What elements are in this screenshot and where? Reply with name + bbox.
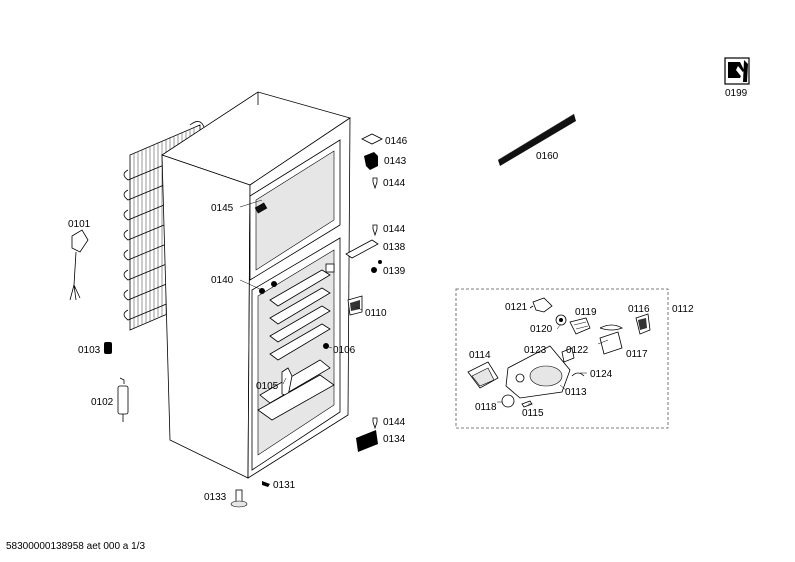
- label-0122: 0122: [566, 345, 589, 356]
- label-0110: 0110: [365, 308, 387, 319]
- gasket-strip: [497, 113, 576, 166]
- label-0116: 0116: [628, 304, 650, 315]
- hinge-0110: [347, 295, 363, 316]
- label-0138: 0138: [383, 242, 406, 253]
- label-0131: 0131: [273, 480, 296, 491]
- label-0102: 0102: [91, 397, 114, 408]
- document-footer: 58300000138958 aet 000 a 1/3: [6, 541, 146, 552]
- label-0119: 0119: [575, 307, 597, 318]
- parts-0146-0143: [361, 133, 383, 190]
- label-0143: 0143: [384, 156, 407, 167]
- label-0123: 0123: [524, 345, 547, 356]
- label-0146: 0146: [385, 136, 408, 147]
- leader-lines: [239, 199, 609, 405]
- label-0112: 0112: [672, 304, 694, 315]
- screw-0131: [262, 481, 270, 487]
- label-0120: 0120: [530, 324, 553, 335]
- adjustable-foot-0133: [230, 489, 248, 508]
- label-0160: 0160: [536, 151, 559, 162]
- label-0117: 0117: [626, 349, 648, 360]
- label-0118: 0118: [475, 402, 497, 413]
- label-0113: 0113: [565, 387, 587, 398]
- label-0105: 0105: [256, 381, 279, 392]
- label-0134: 0134: [383, 434, 406, 445]
- label-0145: 0145: [211, 203, 234, 214]
- wrench-service-icon[interactable]: [724, 57, 750, 85]
- label-0133: 0133: [204, 492, 227, 503]
- label-0121: 0121: [505, 302, 528, 313]
- parts-0144-0138-0139: [345, 224, 382, 273]
- label-0199: 0199: [725, 88, 748, 99]
- group-box-0112: [455, 288, 669, 429]
- label-0139: 0139: [383, 266, 406, 277]
- label-0115: 0115: [522, 408, 544, 419]
- label-0101: 0101: [68, 219, 91, 230]
- lamp-group-parts: [467, 297, 651, 408]
- power-cable-0101: [69, 229, 89, 301]
- label-0124: 0124: [590, 369, 613, 380]
- parts-0144-0134: [356, 417, 378, 452]
- label-0144-mid: 0144: [383, 224, 406, 235]
- label-0103: 0103: [78, 345, 101, 356]
- label-0106: 0106: [333, 345, 356, 356]
- label-0144-top: 0144: [383, 178, 406, 189]
- capacitor-0102: [117, 377, 129, 422]
- spacer-0103: [104, 342, 112, 354]
- label-0140: 0140: [211, 275, 234, 286]
- label-0114: 0114: [469, 350, 491, 361]
- refrigerator-cabinet: [161, 91, 351, 479]
- label-0144-bottom: 0144: [383, 417, 406, 428]
